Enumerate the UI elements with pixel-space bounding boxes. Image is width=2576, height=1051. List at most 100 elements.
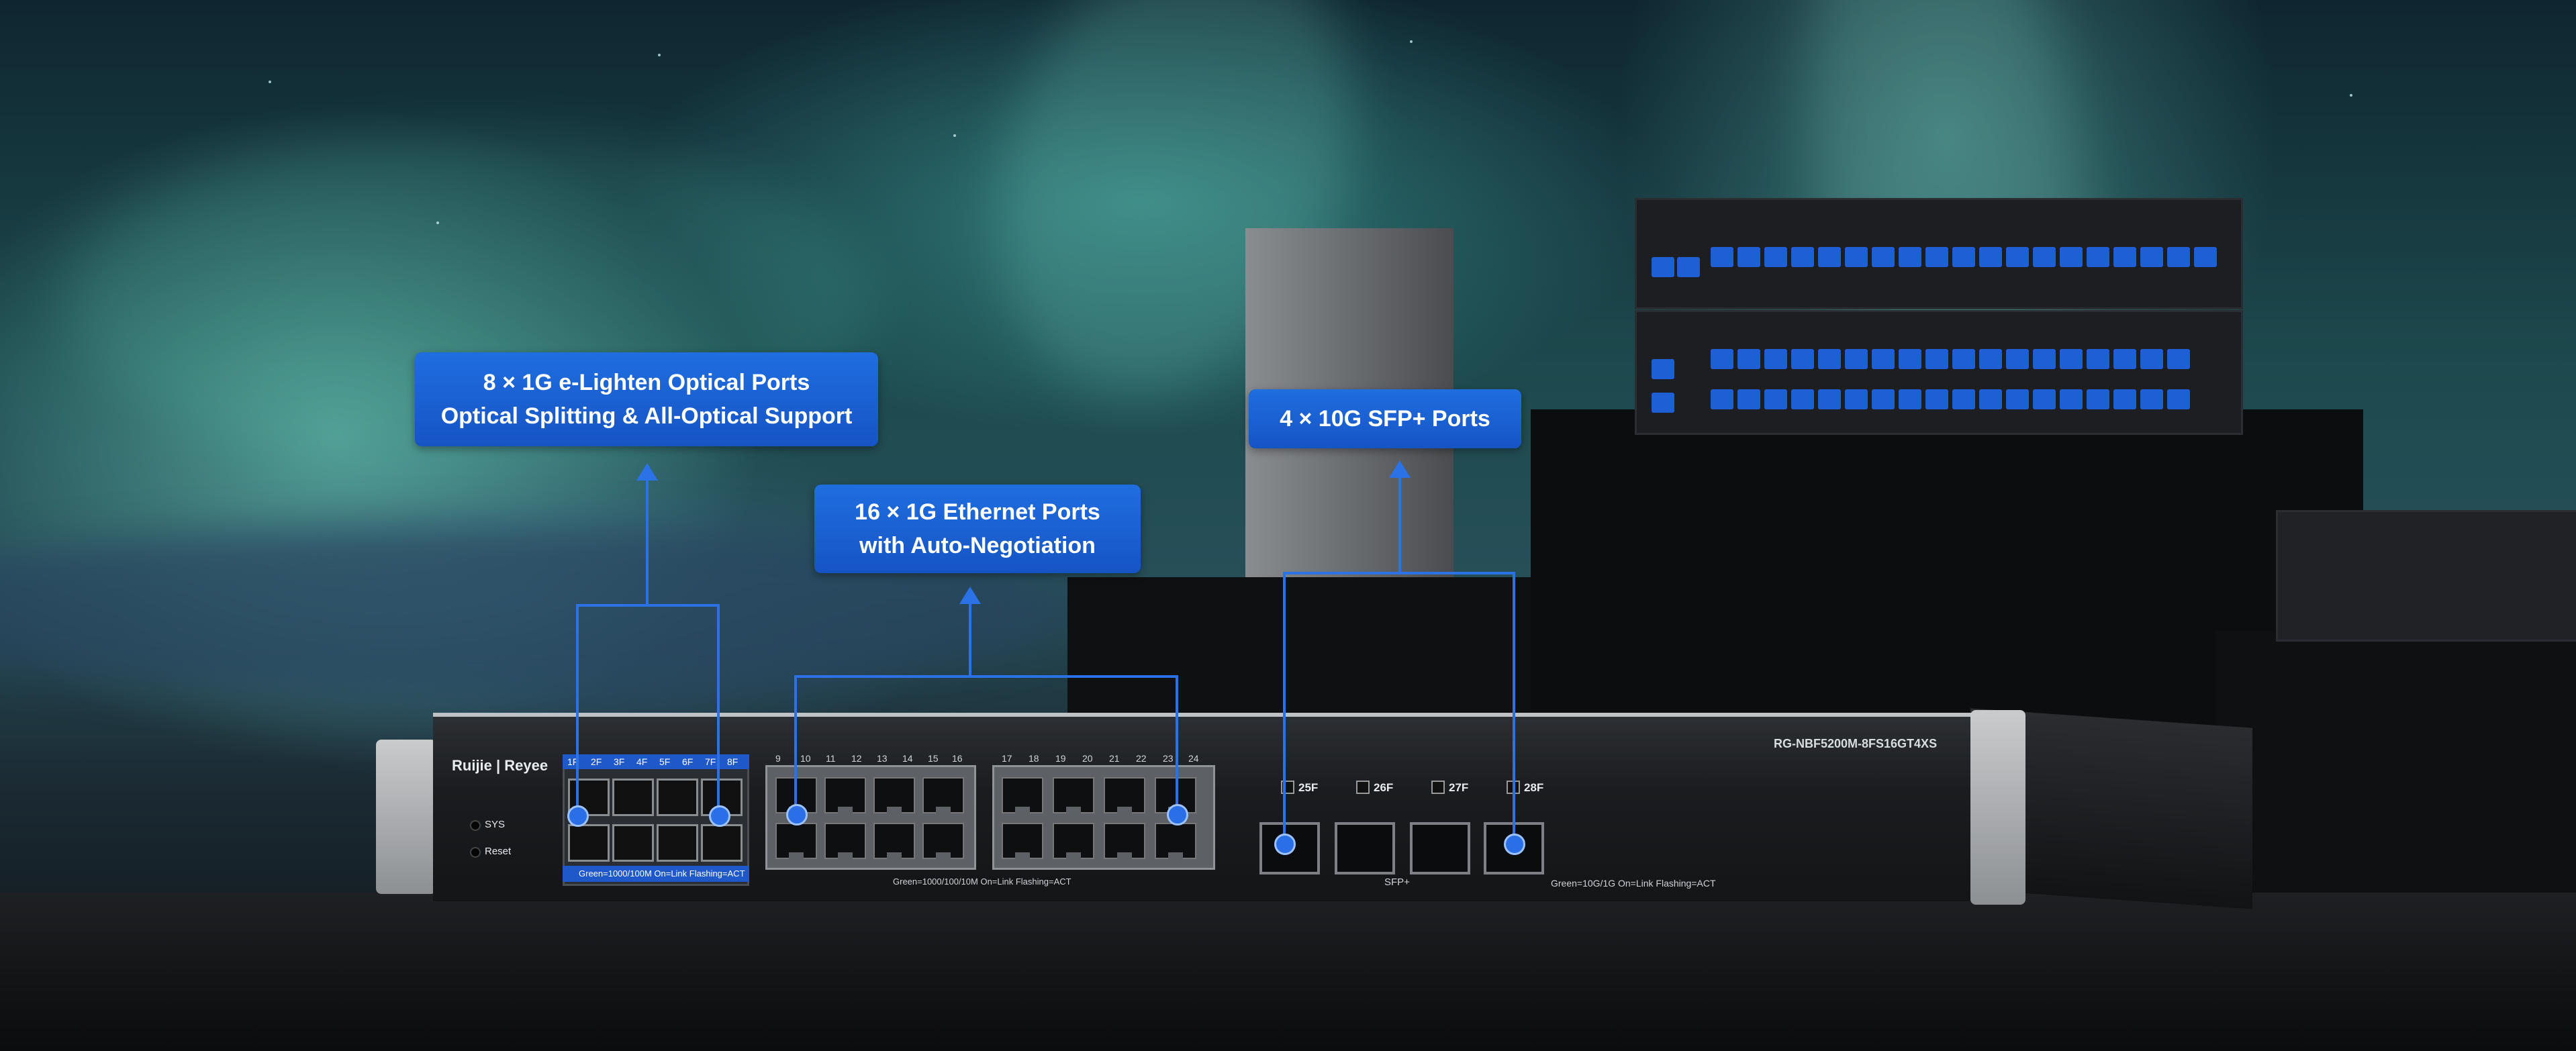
connector-line <box>1513 572 1515 840</box>
star <box>269 81 271 83</box>
marker-dot <box>1274 834 1296 855</box>
port-label: 16 <box>952 753 963 764</box>
ethernet-led-legend: Green=1000/100/10M On=Link Flashing=ACT <box>893 877 1071 887</box>
port-label: 12 <box>851 753 862 764</box>
port-label: 17 <box>1002 753 1012 764</box>
ethernet-port[interactable] <box>1002 777 1043 813</box>
ethernet-port[interactable] <box>922 823 964 859</box>
sfp-port-label: 25F <box>1298 781 1319 794</box>
port-label: 13 <box>877 753 888 764</box>
sfp-led <box>1431 781 1445 794</box>
star <box>658 54 661 56</box>
marker-dot <box>709 805 730 827</box>
sfp-group-label: SFP+ <box>1384 877 1410 888</box>
sfp-led <box>1356 781 1370 794</box>
sfp-port-label: 28F <box>1524 781 1544 794</box>
port-label: 21 <box>1109 753 1120 764</box>
ethernet-port[interactable] <box>1002 823 1043 859</box>
connector-line <box>1176 675 1178 813</box>
sfp-port[interactable] <box>1335 822 1395 874</box>
connector-line <box>1398 475 1401 573</box>
port-label: 14 <box>902 753 913 764</box>
callout-line: 8 × 1G e-Lighten Optical Ports <box>483 370 810 395</box>
background-switch <box>1635 310 2243 435</box>
sfp-port-label: 26F <box>1374 781 1394 794</box>
background-plinth <box>2215 631 2576 899</box>
arrow-up-icon <box>1389 460 1411 478</box>
connector-line <box>576 604 579 813</box>
port-label: 19 <box>1055 753 1066 764</box>
ethernet-port[interactable] <box>873 823 915 859</box>
background-plinth <box>1067 577 1537 738</box>
ethernet-port[interactable] <box>922 777 964 813</box>
optical-ports-callout: 8 × 1G e-Lighten Optical Ports Optical S… <box>415 352 878 446</box>
ethernet-port[interactable] <box>824 823 866 859</box>
optical-led-legend: Green=1000/100M On=Link Flashing=ACT <box>579 868 745 879</box>
sfp-port[interactable] <box>1410 822 1470 874</box>
ethernet-port[interactable] <box>775 823 817 859</box>
background-switch <box>2276 510 2576 642</box>
port-label: 9 <box>775 753 781 764</box>
callout-line: 16 × 1G Ethernet Ports <box>855 499 1100 525</box>
ethernet-port[interactable] <box>1053 823 1094 859</box>
arrow-up-icon <box>959 587 981 604</box>
optical-port[interactable] <box>568 824 610 862</box>
sfp-port-label: 27F <box>1449 781 1469 794</box>
port-label: 3F <box>614 756 625 767</box>
port-label: 18 <box>1029 753 1039 764</box>
port-label: 15 <box>928 753 939 764</box>
callout-line: Optical Splitting & All-Optical Support <box>440 403 853 429</box>
connector-line <box>646 478 649 605</box>
rack-ear-right <box>1970 710 2025 905</box>
optical-port[interactable] <box>657 824 698 862</box>
port-label: 1F <box>567 756 579 767</box>
port-label: 24 <box>1188 753 1199 764</box>
port-label: 6F <box>682 756 694 767</box>
star <box>436 221 439 224</box>
port-label: 23 <box>1163 753 1174 764</box>
port-label: 20 <box>1082 753 1093 764</box>
arrow-up-icon <box>636 463 658 481</box>
port-label: 2F <box>591 756 602 767</box>
star <box>1410 40 1413 43</box>
connector-line <box>1283 572 1515 574</box>
port-label: 22 <box>1136 753 1147 764</box>
optical-port-header <box>563 754 749 769</box>
port-label: 8F <box>727 756 738 767</box>
background-switch <box>1635 198 2243 309</box>
sys-led <box>470 820 481 831</box>
reset-button[interactable] <box>470 847 481 858</box>
connector-line <box>717 604 720 813</box>
marker-dot <box>786 804 808 825</box>
marker-dot <box>1504 834 1525 855</box>
connector-line <box>576 604 720 607</box>
reset-label: Reset <box>485 846 512 857</box>
ethernet-port[interactable] <box>824 777 866 813</box>
optical-port[interactable] <box>612 779 654 816</box>
connector-line <box>969 601 971 677</box>
table-surface <box>0 893 2576 1051</box>
callout-line: with Auto-Negotiation <box>859 533 1096 558</box>
model-number: RG-NBF5200M-8FS16GT4XS <box>1774 737 1938 750</box>
ethernet-port[interactable] <box>873 777 915 813</box>
optical-port[interactable] <box>657 779 698 816</box>
connector-line <box>1283 572 1286 840</box>
ethernet-port[interactable] <box>1104 823 1145 859</box>
ethernet-port[interactable] <box>1155 823 1196 859</box>
port-label: 10 <box>800 753 811 764</box>
callout-line: 4 × 10G SFP+ Ports <box>1280 406 1490 432</box>
optical-port[interactable] <box>612 824 654 862</box>
marker-dot <box>567 805 589 827</box>
ethernet-port[interactable] <box>1104 777 1145 813</box>
port-label: 7F <box>705 756 716 767</box>
brand-logo: Ruijie | Reyee <box>452 757 548 774</box>
port-label: 4F <box>636 756 648 767</box>
port-label: 5F <box>659 756 671 767</box>
port-label: 11 <box>826 753 836 764</box>
sfp-led-legend: Green=10G/1G On=Link Flashing=ACT <box>1551 878 1716 889</box>
ethernet-port[interactable] <box>1053 777 1094 813</box>
sys-label: SYS <box>485 819 506 830</box>
marker-dot <box>1167 804 1188 825</box>
optical-port[interactable] <box>701 824 743 862</box>
